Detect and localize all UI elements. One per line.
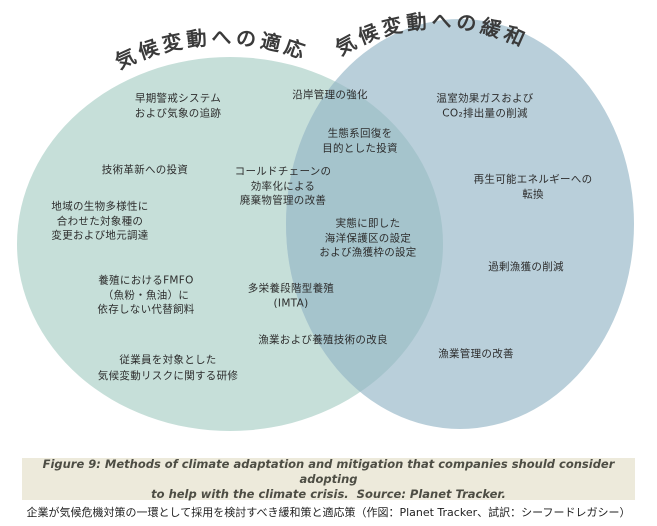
adaptation-item-local-biodiversity: 地域の生物多様性に 合わせた対象種の 変更および地元調達 xyxy=(51,200,149,242)
mitigation-item-ghg-co2-reduction: 温室効果ガスおよび CO₂排出量の削減 xyxy=(436,92,534,120)
overlap-item-fishing-tech-improvement: 漁業および養殖技術の改良 xyxy=(258,333,388,346)
overlap-item-marine-protected-areas: 実態に即した 海洋保護区の設定 および漁獲枠の設定 xyxy=(319,217,417,259)
overlap-item-ecosystem-restoration: 生態系回復を 目的とした投資 xyxy=(322,127,398,155)
venn-diagram-canvas: 気候変動への適応 気候変動への緩和 xyxy=(17,9,634,431)
overlap-region xyxy=(286,57,443,429)
overlap-item-cold-chain-waste: コールドチェーンの 効率化による 廃棄物管理の改善 xyxy=(234,165,332,207)
figure-caption-box: Figure 9: Methods of climate adaptation … xyxy=(22,456,635,501)
adaptation-item-early-warning: 早期警戒システム および気象の追跡 xyxy=(134,92,222,120)
overlap-item-imta: 多栄養段階型養殖 (IMTA) xyxy=(247,282,335,310)
mitigation-item-overfishing-reduction: 過剰漁獲の削減 xyxy=(488,260,564,273)
overlap-item-coastal-management: 沿岸管理の強化 xyxy=(292,88,368,101)
adaptation-item-innovation-investment: 技術革新への投資 xyxy=(101,163,189,176)
mitigation-item-fishery-management: 漁業管理の改善 xyxy=(438,347,514,360)
mitigation-item-renewable-energy: 再生可能エネルギーへの転換 xyxy=(473,173,593,201)
japanese-caption: 企業が気候危機対策の一環として採用を検討すべき緩和策と適応策（作図：Planet… xyxy=(26,506,631,519)
figure-caption-line-1: Figure 9: Methods of climate adaptation … xyxy=(42,456,619,486)
adaptation-item-employee-training: 従業員を対象とした 気候変動リスクに関する研修 xyxy=(97,354,239,382)
adaptation-item-fmfo-alternative-feed: 養殖におけるFMFO （魚粉・魚油）に 依存しない代替飼料 xyxy=(97,274,195,316)
figure-caption-line-2: to help with the climate crisis. Source:… xyxy=(151,486,506,501)
